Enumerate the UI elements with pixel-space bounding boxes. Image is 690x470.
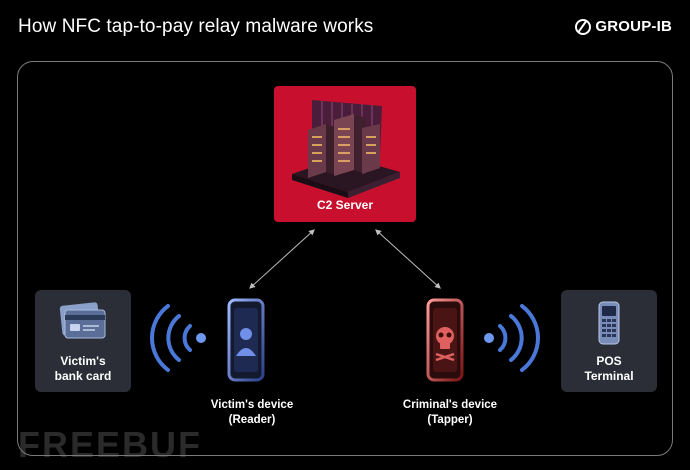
pos-terminal-icon (598, 301, 620, 345)
c2-server-node: C2 Server (274, 86, 416, 222)
pos-label-line2: Terminal (584, 369, 634, 383)
diagram-frame (17, 61, 673, 456)
pos-terminal-label: POS Terminal (561, 354, 657, 384)
victim-device-caption: Victim's device (Reader) (196, 398, 308, 428)
nfc-waves-icon-left (150, 304, 206, 372)
watermark: FREEBUF (18, 424, 202, 465)
criminal-device-line2: (Tapper) (427, 414, 473, 426)
arrow-c2-criminal (375, 229, 441, 289)
group-ib-logo-icon (575, 18, 592, 35)
logo-text: GROUP-IB (595, 18, 672, 35)
victim-device-line1: Victim's device (210, 399, 294, 411)
victim-bank-card-label: Victim's bank card (35, 354, 131, 384)
nfc-waves-icon-right (484, 304, 540, 372)
victim-bank-card-node: Victim's bank card (35, 290, 131, 392)
card-label-line1: Victim's (60, 354, 106, 368)
group-ib-logo: GROUP-IB (575, 18, 672, 35)
card-label-line2: bank card (54, 369, 112, 383)
c2-server-label: C2 Server (316, 198, 374, 212)
person-phone-icon (227, 298, 265, 382)
skull-phone-icon (426, 298, 464, 382)
bank-card-icon (59, 302, 106, 339)
criminal-device-line1: Criminal's device (402, 399, 498, 411)
pos-terminal-node: POS Terminal (561, 290, 657, 392)
arrow-victim-c2 (249, 229, 315, 289)
criminal-device-caption: Criminal's device (Tapper) (385, 398, 515, 428)
victim-device-line2: (Reader) (228, 414, 276, 426)
pos-label-line1: POS (596, 354, 622, 368)
page-title: How NFC tap-to-pay relay malware works (18, 16, 374, 37)
server-building-icon (292, 100, 400, 198)
